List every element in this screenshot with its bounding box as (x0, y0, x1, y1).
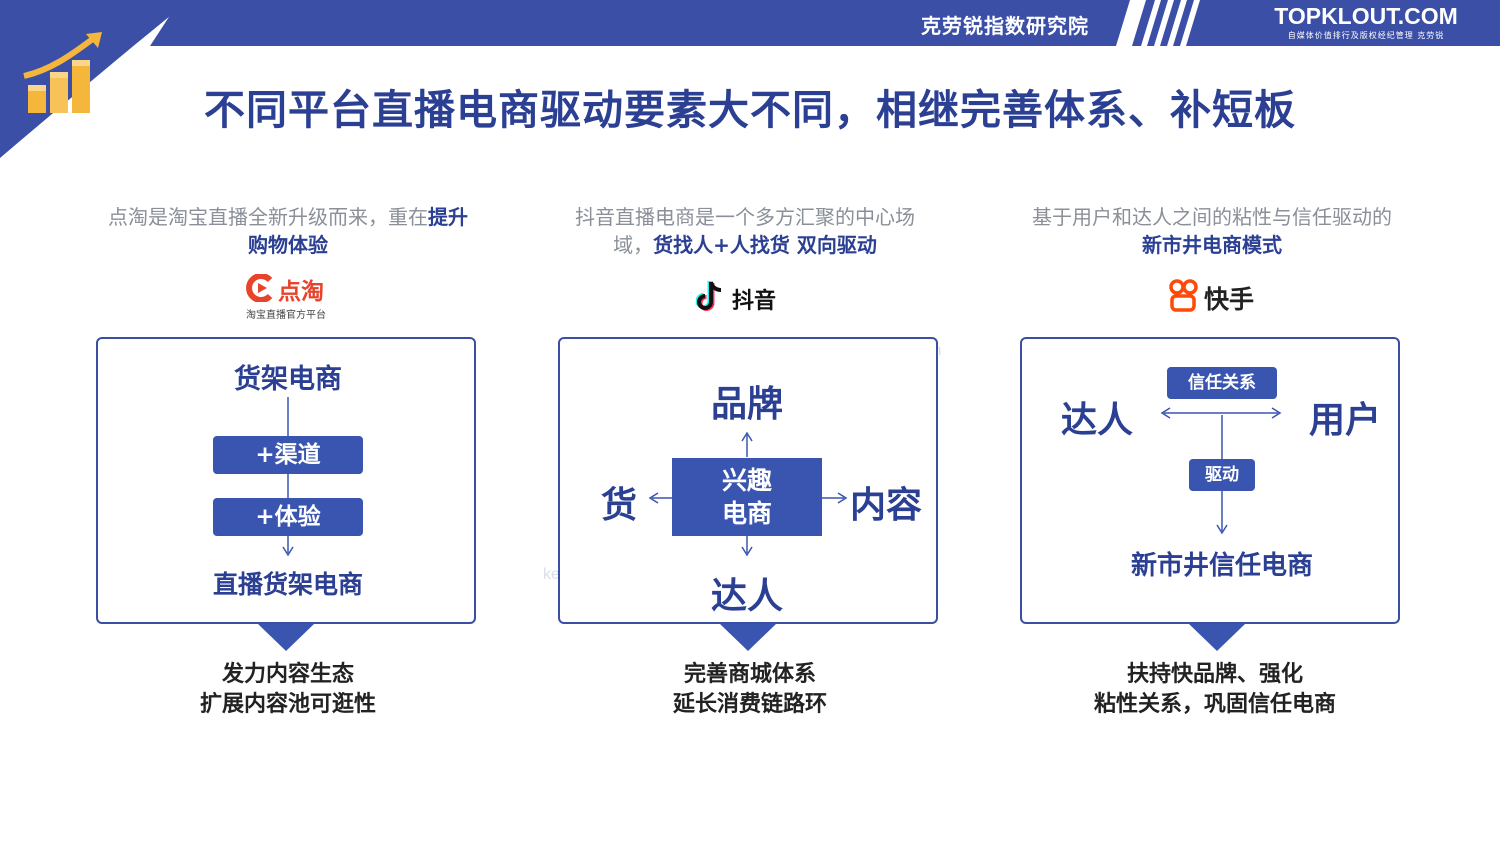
diantao-logo-subtitle: 淘宝直播官方平台 (246, 310, 326, 321)
page-title: 不同平台直播电商驱动要素大不同，相继完善体系、补短板 (204, 86, 1296, 134)
douyin-logo: 抖音 (696, 280, 796, 314)
step-pill-experience: +体验 (213, 498, 363, 536)
shelf-ecommerce-label: 货架电商 (234, 364, 342, 395)
header-org-name: 克劳锐指数研究院 (921, 14, 1089, 38)
intro-text-diantao: 点淘是淘宝直播全新升级而来，重在提升购物体验 (108, 205, 468, 257)
node-content: 内容 (849, 485, 922, 526)
kuaishou-logo: 快手 (1168, 278, 1278, 314)
step-pill-channel: +渠道 (213, 436, 363, 474)
kuaishou-logo-text: 快手 (1204, 285, 1255, 314)
diagram-box-diantao: 货架电商 +渠道 +体验 直播货架电商 (96, 337, 476, 624)
node-user: 用户 (1308, 400, 1381, 441)
header-band (150, 0, 1500, 46)
intro-text-kuaishou: 基于用户和达人之间的粘性与信任驱动的新市井电商模式 (1032, 205, 1392, 257)
down-triangle-marker (258, 624, 314, 651)
growth-chart-icon (23, 32, 102, 113)
down-triangle-marker (1189, 624, 1245, 651)
node-goods: 货 (600, 485, 637, 526)
down-triangle-marker (720, 624, 776, 651)
diagram-box-douyin: 兴趣 电商 品牌 货 内容 达人 (558, 337, 938, 624)
header-brand-tagline: 自媒体价值排行及版权经纪管理 克劳锐 (1287, 31, 1445, 40)
diantao-logo-icon (246, 274, 273, 302)
trust-ecommerce-label: 新市井信任电商 (1130, 551, 1313, 581)
drive-pill: 驱动 (1189, 459, 1255, 491)
diantao-logo: 点淘 淘宝直播官方平台 (240, 272, 340, 321)
douyin-logo-text: 抖音 (732, 289, 777, 314)
node-influencer: 达人 (710, 576, 783, 617)
hub-arrows (648, 431, 848, 557)
outcome-text-diantao: 发力内容生态 扩展内容池可逛性 (199, 662, 376, 717)
diantao-logo-text: 点淘 (278, 279, 324, 305)
intro-text-douyin: 抖音直播电商是一个多方汇聚的中心场域，货找人+人找货 双向驱动 (575, 205, 915, 257)
douyin-logo-icon (696, 281, 722, 311)
live-shelf-ecommerce-label: 直播货架电商 (212, 570, 363, 599)
outcome-text-douyin: 完善商城体系 延长消费链路环 (672, 662, 827, 717)
corner-decoration (0, 0, 190, 158)
diagram-box-kuaishou: 达人 用户 信任关系 驱动 新市井信任电商 (1020, 337, 1400, 624)
interest-ecommerce-hub: 兴趣 电商 (672, 458, 822, 536)
node-brand: 品牌 (710, 384, 783, 425)
kuaishou-logo-icon (1169, 279, 1198, 312)
outcome-text-kuaishou: 扶持快品牌、强化 粘性关系，巩固信任电商 (1093, 662, 1336, 717)
header-brand-logo: TOPKLOUT.COM (1274, 3, 1458, 29)
node-influencer: 达人 (1060, 400, 1133, 441)
trust-relation-pill: 信任关系 (1167, 367, 1277, 399)
